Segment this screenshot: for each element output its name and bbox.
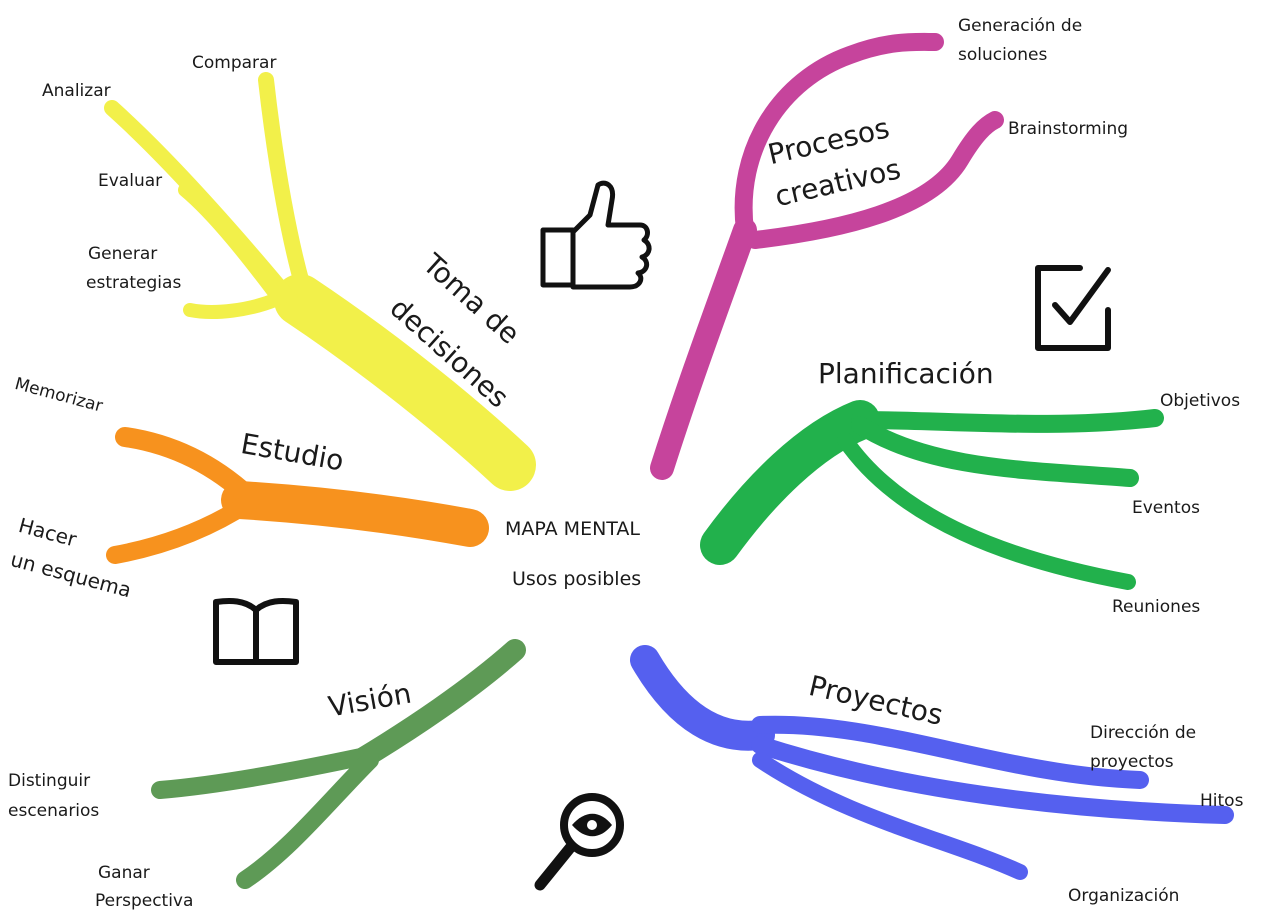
- branch-estudio: [106, 427, 489, 564]
- toma-trunk: [274, 274, 536, 491]
- leaf-brainstorming: Brainstorming: [1008, 119, 1129, 139]
- leaf-comparar: Comparar: [192, 53, 277, 73]
- leaf-estrategias: estrategias: [86, 273, 182, 293]
- leaf-generar: Generar: [88, 244, 158, 264]
- leaf-direccion-de: Dirección de: [1090, 723, 1197, 743]
- leaf-reuniones: Reuniones: [1112, 597, 1201, 617]
- branch-vision: [151, 639, 526, 889]
- leaf-analizar: Analizar: [42, 81, 111, 101]
- center-title: MAPA MENTAL: [505, 518, 640, 540]
- leaf-escenarios: escenarios: [8, 801, 100, 821]
- leaf-ganar: Ganar: [98, 863, 150, 883]
- branch-proyectos: [630, 645, 1234, 880]
- checkbox-check-icon: [1035, 265, 1111, 351]
- leaf-organizacion: Organización: [1068, 886, 1180, 906]
- leaf-distinguir: Distinguir: [8, 771, 91, 791]
- magnifier-eye-icon: [534, 793, 624, 891]
- leaf-generacion-de: Generación de: [958, 16, 1083, 36]
- branch-toma-de-decisiones: [104, 72, 536, 491]
- leaf-objetivos: Objetivos: [1160, 391, 1241, 411]
- leaf-hitos: Hitos: [1200, 791, 1244, 811]
- leaf-proyectos: proyectos: [1090, 752, 1174, 772]
- leaf-eventos: Eventos: [1132, 498, 1200, 518]
- planificacion-title: Planificación: [818, 357, 994, 390]
- leaf-soluciones: soluciones: [958, 45, 1048, 65]
- branch-procesos-creativos: [650, 32, 1004, 480]
- leaf-perspectiva: Perspectiva: [95, 891, 194, 911]
- center-subtitle: Usos posibles: [512, 568, 642, 590]
- open-book-icon: [213, 598, 299, 665]
- thumbs-up-icon: [540, 180, 652, 290]
- branch-planificacion: [700, 400, 1164, 590]
- leaf-evaluar: Evaluar: [98, 171, 163, 191]
